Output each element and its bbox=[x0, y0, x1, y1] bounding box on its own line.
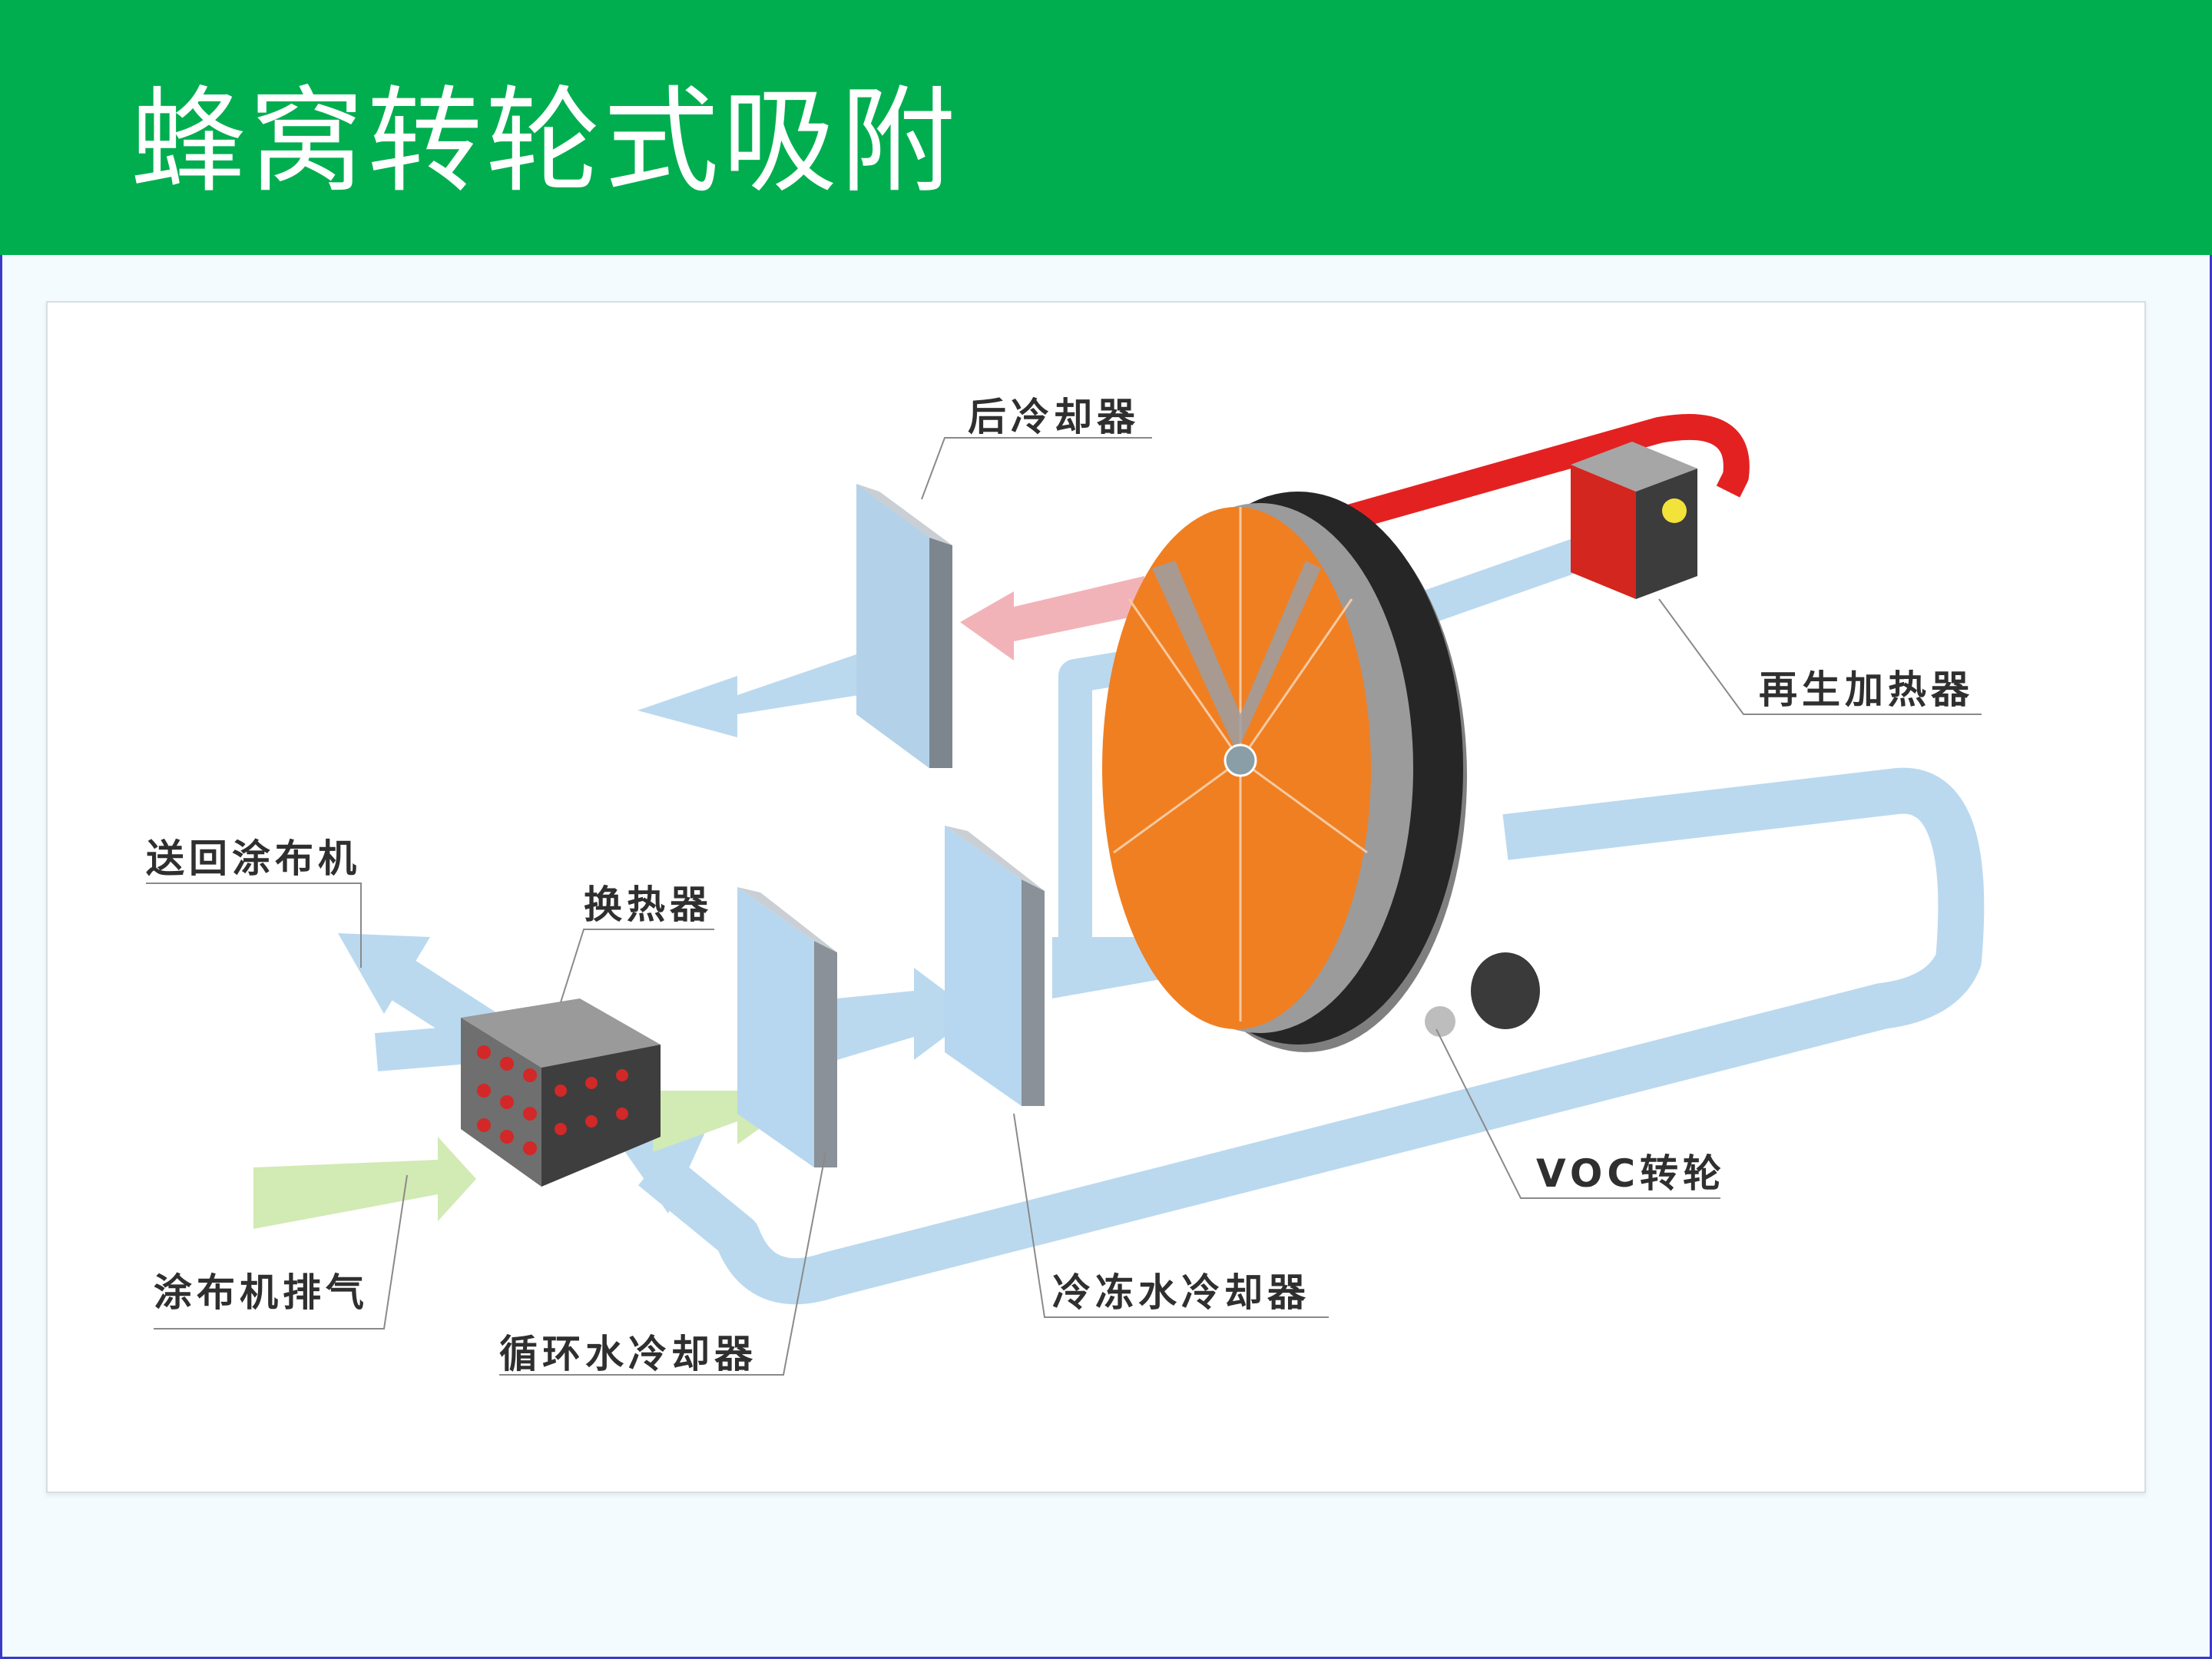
label-regen-heater: 再生加热器 bbox=[1759, 667, 1974, 712]
return-coater-flow-up bbox=[374, 1025, 471, 1071]
clean-air-flow bbox=[637, 645, 883, 737]
heat-exchanger-cube bbox=[461, 998, 661, 1187]
diagram-panel bbox=[46, 301, 2146, 1493]
return-loop-arrowhead bbox=[614, 1129, 707, 1214]
label-voc-rotor: VOC转轮 bbox=[1536, 1151, 1726, 1196]
page-title: 蜂窝转轮式吸附 bbox=[131, 75, 959, 209]
label-chilled-cooler: 冷冻水冷却器 bbox=[1052, 1270, 1310, 1315]
regen-heater-box bbox=[1571, 442, 1697, 599]
hot-exhaust-flow bbox=[960, 576, 1144, 661]
frame-left bbox=[0, 255, 2, 1659]
voc-rotor-wheel bbox=[1102, 492, 1540, 1052]
hot-air-loop bbox=[1302, 414, 1750, 543]
label-coater-exhaust: 涂布机排气 bbox=[154, 1270, 369, 1315]
leader-lines bbox=[146, 437, 1982, 1376]
label-circ-cooler: 循环水冷却器 bbox=[499, 1332, 757, 1376]
chilled-water-cooler-panel bbox=[945, 826, 1045, 1106]
circ-water-cooler-panel bbox=[737, 887, 837, 1167]
cooler-link-flow bbox=[837, 968, 975, 1060]
return-loop-flow bbox=[638, 767, 1985, 1305]
label-after-cooler: 后冷却器 bbox=[968, 395, 1140, 439]
frame-right bbox=[2210, 255, 2212, 1659]
label-heat-exchanger: 换热器 bbox=[584, 882, 713, 927]
after-cooler-panel bbox=[856, 484, 952, 768]
coater-exhaust-flow bbox=[253, 1137, 476, 1229]
header-bar: 蜂窝转轮式吸附 bbox=[0, 0, 2212, 255]
frame-bottom bbox=[0, 1657, 2212, 1659]
label-return-coater: 送回涂布机 bbox=[146, 836, 361, 881]
